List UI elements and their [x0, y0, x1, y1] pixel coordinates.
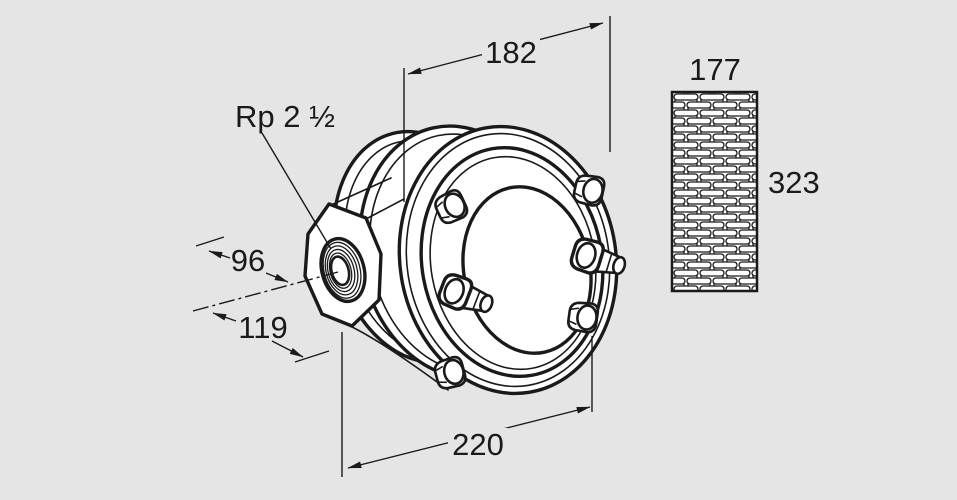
- body-underside-line: [349, 325, 449, 391]
- braid-pattern-icon: [670, 90, 759, 293]
- dimension-arrow: [212, 312, 237, 322]
- bolt: [570, 171, 608, 209]
- port-centerline: [192, 271, 339, 312]
- dim-220-label: 220: [452, 427, 504, 462]
- dimension-arrow: [271, 340, 304, 358]
- thread-size-label: Rp 2 ½: [235, 99, 335, 134]
- dim-119-label: 119: [238, 310, 287, 345]
- thread-callout: Rp 2 ½: [235, 99, 335, 250]
- threaded-port: [303, 202, 383, 328]
- leader-line: [261, 132, 332, 250]
- dimension-182: 182: [403, 16, 611, 202]
- extension-tick: [294, 350, 330, 363]
- dimension-arrow: [208, 250, 231, 259]
- block-width-label: 177: [689, 52, 741, 87]
- extension-tick: [195, 236, 225, 247]
- dimension-220: 220: [341, 332, 593, 477]
- pump-housing: [192, 124, 631, 396]
- dimension-119: 119: [212, 310, 330, 363]
- dim-96-label: 96: [231, 243, 265, 278]
- dim-182-label: 182: [485, 35, 537, 70]
- port-bracket: [328, 177, 405, 220]
- block-height-label: 323: [768, 165, 820, 200]
- dimension-arrow: [265, 272, 289, 283]
- hatched-block: 177 323: [670, 52, 820, 293]
- bolt: [565, 299, 601, 335]
- dimension-96: 96: [195, 236, 289, 283]
